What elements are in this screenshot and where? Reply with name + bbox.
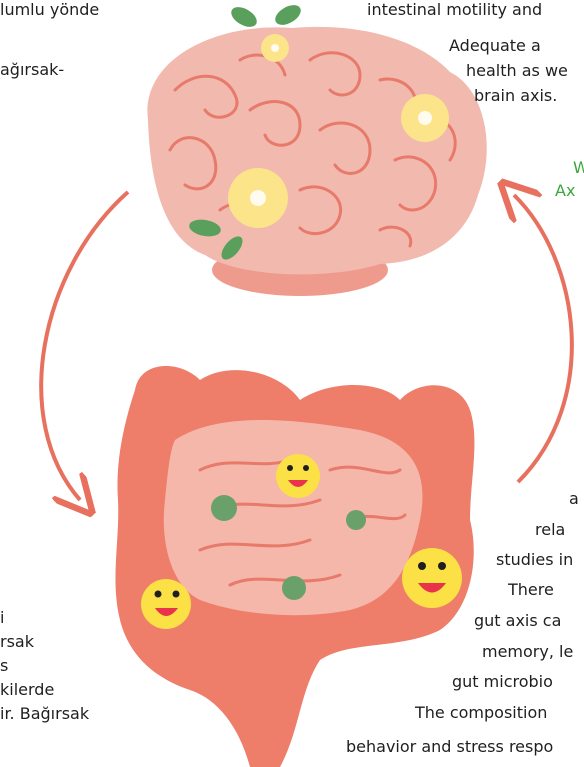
right-text-line-5: a <box>569 489 579 509</box>
left-text-line-1: lumlu yönde <box>0 0 99 20</box>
left-text-line-7: ir. Bağırsak <box>0 704 89 724</box>
right-text-line-3: health as we <box>466 61 568 81</box>
right-text-line-12: The composition <box>415 703 547 723</box>
left-text-line-4: rsak <box>0 632 34 652</box>
left-text-line-2: ağırsak- <box>0 60 64 80</box>
right-text-line-6: rela <box>535 520 565 540</box>
left-text-line-3: i <box>0 608 4 628</box>
right-text-line-9: gut axis ca <box>474 611 561 631</box>
left-text-line-5: s <box>0 656 8 676</box>
right-arrow-icon <box>514 195 572 482</box>
green-text-line-2: Ax <box>555 181 575 201</box>
right-text-line-11: gut microbio <box>452 672 553 692</box>
right-text-line-2: Adequate a <box>449 36 541 56</box>
right-text-line-7: studies in <box>496 550 573 570</box>
left-arrow-icon <box>41 192 128 500</box>
right-text-line-10: memory, le <box>482 642 573 662</box>
right-text-line-1: intestinal motility and <box>367 0 542 20</box>
right-text-line-4: brain axis. <box>474 86 557 106</box>
right-text-line-13: behavior and stress respo <box>346 737 553 757</box>
brain-icon <box>147 1 486 296</box>
left-text-line-6: kilerde <box>0 680 54 700</box>
right-text-line-8: There <box>508 580 554 600</box>
green-text-line-1: W <box>573 158 584 178</box>
